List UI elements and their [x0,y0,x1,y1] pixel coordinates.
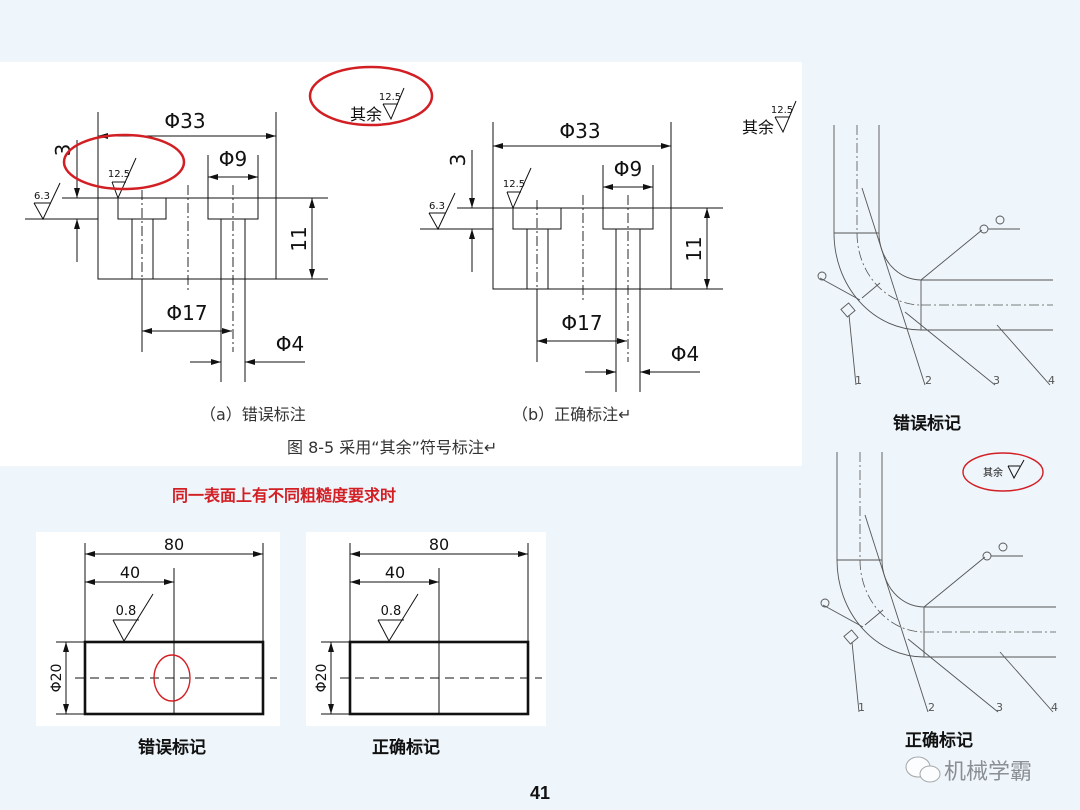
elbow-caption-right: 正确标记 [905,730,973,751]
dim-d33: Φ33 [559,119,600,143]
dim-80: 80 [429,535,449,554]
page-number: 41 [530,783,550,803]
dim-h3: 3 [51,144,75,157]
roughness-0-8: 0.8 [116,604,137,619]
part-label-4: 4 [1048,374,1055,387]
roughness-12-5: 12.5 [108,169,130,180]
shaft-panel-wrong [36,532,280,726]
other-roughness-value: 12.5 [379,92,401,103]
other-label: 其余 [350,105,382,124]
dim-h3: 3 [446,154,470,167]
figure-panel [0,62,802,466]
part-drawing-b: Φ33 Φ9 11 3 6.3 12.5 Φ17 Φ4 [420,119,723,392]
dim-d4: Φ4 [671,342,699,366]
dim-d9: Φ9 [614,157,642,181]
other-roughness-mark-a: 其余 12.5 [350,87,405,124]
highlight-ellipse-other [308,65,434,127]
dim-80: 80 [164,535,184,554]
figure-title: 图 8-5 采用“其余”符号标注↵ [287,438,497,457]
dim-h11: 11 [287,226,311,251]
roughness-6-3: 6.3 [34,191,50,202]
shaft-drawing-right: 80 40 0.8 Φ20 [314,535,542,716]
highlight-ellipse-wrong [62,133,186,191]
elbow-caption-wrong: 错误标记 [893,413,961,434]
other-roughness-mark-b: 其余 12.5 [742,100,797,137]
highlight-ellipse-shaft [153,654,191,702]
wechat-icon [905,756,941,783]
shaft-caption-right: 正确标记 [372,737,440,758]
watermark-text: 机械学霸 [944,760,1032,785]
dim-d9: Φ9 [219,147,247,171]
part-label-2: 2 [925,374,932,387]
dim-d33: Φ33 [164,109,205,133]
note-heading: 同一表面上有不同粗糙度要求时 [172,486,396,505]
part-label-2: 2 [928,701,935,714]
shaft-panel-right [306,532,546,726]
part-drawing-a: Φ33 Φ9 11 3 6.3 12.5 Φ17 Φ4 [25,109,328,382]
dim-d20: Φ20 [49,664,65,693]
highlight-ellipse-elbow [962,452,1044,492]
dim-h11: 11 [682,236,706,261]
elbow-other-label: 其余 [983,466,1003,479]
shaft-drawing-wrong: 80 40 0.8 Φ20 [49,535,277,716]
dim-d17: Φ17 [561,311,602,335]
other-label: 其余 [742,118,774,137]
roughness-0-8: 0.8 [381,604,402,619]
part-label-3: 3 [993,374,1000,387]
other-roughness-value: 12.5 [771,105,793,116]
dim-40: 40 [120,563,140,582]
part-label-4: 4 [1051,701,1058,714]
part-label-1: 1 [858,701,865,714]
part-label-3: 3 [996,701,1003,714]
dim-d4: Φ4 [276,332,304,356]
roughness-6-3: 6.3 [429,201,445,212]
dim-d20: Φ20 [314,664,330,693]
roughness-12-5: 12.5 [503,179,525,190]
elbow-drawing-wrong: 1 2 3 4 [817,125,1055,387]
shaft-caption-wrong: 错误标记 [138,737,206,758]
dim-40: 40 [385,563,405,582]
caption-a: （a）错误标注 [200,405,306,424]
elbow-drawing-right: 1 2 3 4 [820,452,1058,714]
dim-d17: Φ17 [166,301,207,325]
caption-b: （b）正确标注↵ [512,405,632,424]
part-label-1: 1 [855,374,862,387]
